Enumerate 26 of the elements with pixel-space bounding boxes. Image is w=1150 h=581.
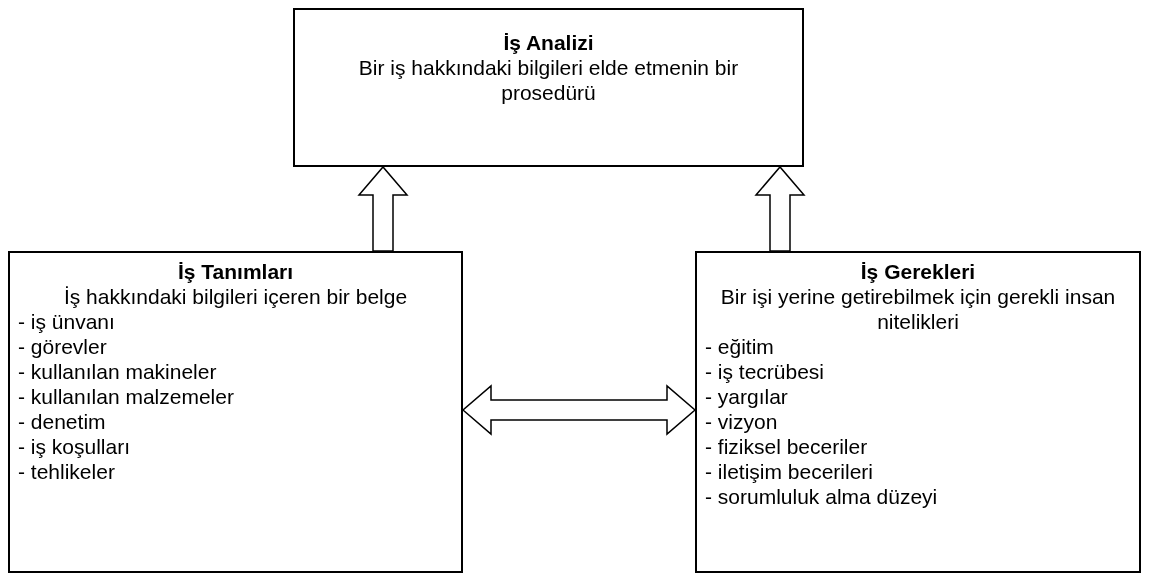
list-item: - iş koşulları [18, 434, 132, 459]
list-item: - iş tecrübesi [705, 359, 826, 384]
list-item: - iletişim becerileri [705, 459, 875, 484]
hollow-arrow [461, 384, 697, 436]
text-box [8, 251, 463, 573]
list-item: - eğitim [705, 334, 775, 359]
list-item: - iş ünvanı [18, 309, 116, 334]
list-item: - denetim [18, 409, 107, 434]
list-item: - fiziksel beceriler [705, 434, 869, 459]
text-box [695, 251, 1141, 573]
box-description: Bir işi yerine getirebilmek için gerekli insan nitelikleri [719, 284, 1117, 334]
box-heading: İş Tanımları [176, 259, 295, 284]
box-heading: İş Gerekleri [859, 259, 977, 284]
list-item: - yargılar [705, 384, 789, 409]
list-item: - sorumluluk alma düzeyi [705, 484, 939, 509]
hollow-arrow [357, 165, 409, 252]
text-box [293, 8, 804, 167]
list-item: - vizyon [705, 409, 779, 434]
hollow-arrow [754, 165, 806, 252]
list-item: - görevler [18, 334, 108, 359]
box-heading: İş Analizi [502, 30, 595, 55]
list-item: - kullanılan makineler [18, 359, 218, 384]
box-description: Bir iş hakkındaki bilgileri elde etmenin bir prosedürü [357, 55, 740, 105]
list-item: - kullanılan malzemeler [18, 384, 235, 409]
list-item: - tehlikeler [18, 459, 116, 484]
box-description: İş hakkındaki bilgileri içeren bir belge [62, 284, 409, 309]
